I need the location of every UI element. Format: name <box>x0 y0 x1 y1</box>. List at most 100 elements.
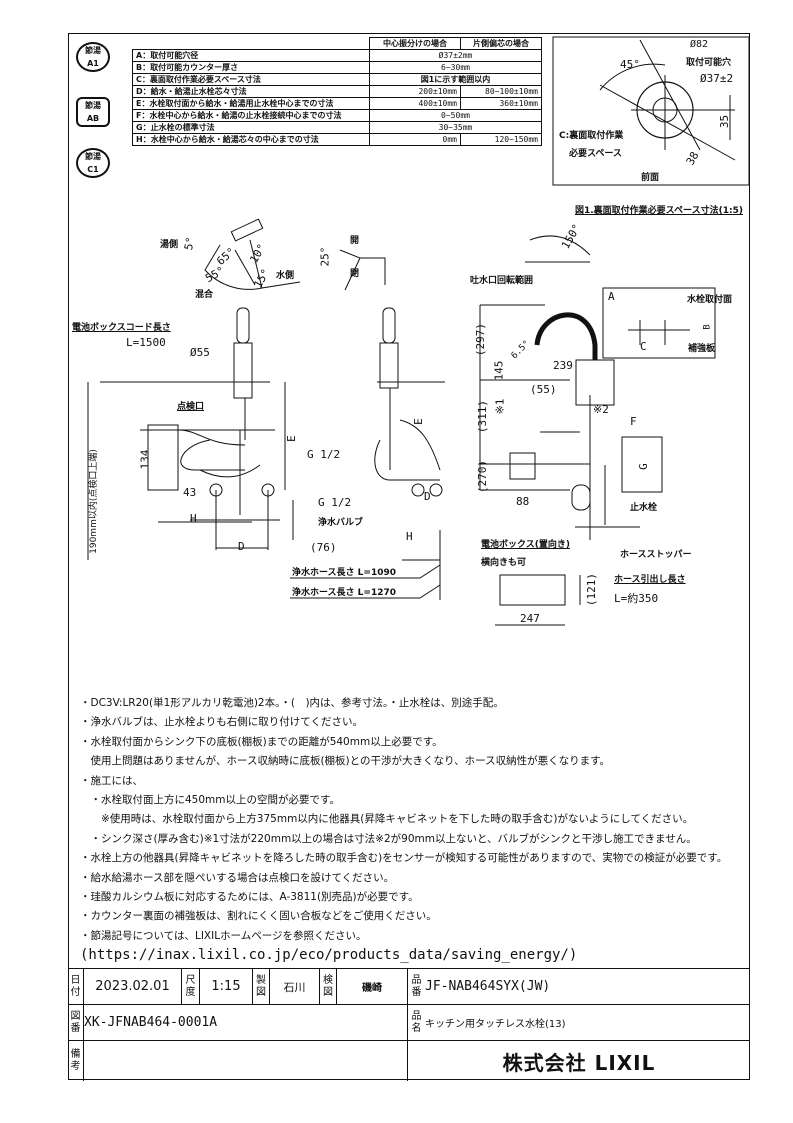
note-item: ・水栓取付面上方に450mm以上の空間が必要です。 <box>80 794 340 807</box>
badge-code: AB <box>86 114 100 123</box>
dim-D-2: D <box>424 490 431 503</box>
dim-G: G <box>636 463 650 470</box>
hose-stopper-label: ホースストッパー <box>620 550 692 560</box>
part-no-label: 品番 <box>408 969 425 1005</box>
checked-by: 磯崎 <box>337 969 408 1005</box>
scale-label: 尺度 <box>182 969 200 1005</box>
spout-rotation-label: 吐水口回転範囲 <box>470 276 534 286</box>
inspection-port-label: 点検口 <box>177 402 205 412</box>
company-logo: 株式会社 LIXIL <box>502 1050 656 1075</box>
dim-angle-45: 45° <box>620 58 640 71</box>
row-label: H：水栓中心から給水・給湯芯々の中心までの寸法 <box>132 133 370 146</box>
figure1-caption: 図1.裏面取付作業必要スペース寸法(1:5) <box>575 206 743 216</box>
hose-pull-length-label: ホース引出し長さ <box>614 575 686 585</box>
notes-list: ・DC3V:LR20(単1形アルカリ乾電池)2本。・( )内は、参考寸法。・止水… <box>80 694 727 966</box>
middle-view-lines <box>374 381 445 600</box>
supply-hose-lines <box>177 429 261 478</box>
dim-88: 88 <box>516 495 530 508</box>
dim-D: D <box>238 540 245 553</box>
dim-121: (121) <box>585 572 599 607</box>
dim-E: E <box>284 435 298 442</box>
checked-label: 検図 <box>320 969 337 1005</box>
close-label: 閉 <box>350 269 360 279</box>
cord-length-label: 電池ボックスコード長さ <box>72 323 171 333</box>
faucet-body <box>233 342 253 399</box>
front-label: 前面 <box>641 173 660 183</box>
remarks-value <box>84 1041 408 1081</box>
thread-g12-upper: G 1/2 <box>307 448 341 461</box>
faucet-body-2 <box>379 342 399 389</box>
dim-43: 43 <box>183 486 197 499</box>
saving-badge-ab: 節湯 AB <box>76 97 110 127</box>
battery-box-front <box>147 424 179 491</box>
dim-hole: Ø37±2 <box>700 72 734 85</box>
detail-A-label: A <box>608 290 615 303</box>
mix-label: 混合 <box>195 290 214 300</box>
hose-leader-lines <box>290 564 441 599</box>
table-header-row: 中心振分けの場合片側偏芯の場合 <box>133 37 542 50</box>
stop-valve-mid-right <box>429 483 443 497</box>
battery-orientation-label: 横向きも可 <box>481 558 527 568</box>
hose-pull-length-value: L=約350 <box>614 592 659 605</box>
date-value: 2023.02.01 <box>84 969 182 1005</box>
spout-gooseneck <box>534 312 598 360</box>
lever-side-lines <box>339 249 386 291</box>
stop-valve-mid-left <box>411 483 425 497</box>
mark-1: ※1 <box>493 398 507 415</box>
figure1-box <box>552 36 750 186</box>
note-item: ・節湯記号については、LIXILホームページを参照ください。 <box>80 929 367 942</box>
shelf-line <box>575 465 640 528</box>
detail-a-lines <box>628 320 690 345</box>
sink-bowl <box>575 359 615 406</box>
remarks-label: 備考 <box>68 1041 84 1081</box>
title-block: 日付 2023.02.01 尺度 1:15 製図 石川 検図 磯崎 品番 JF-… <box>68 968 750 1081</box>
dim-F: F <box>630 415 637 428</box>
dim-270: (270) <box>476 459 490 494</box>
note-item: ・DC3V:LR20(単1形アルカリ乾電池)2本。・( )内は、参考寸法。・止水… <box>80 697 504 709</box>
saving-badge-a1: 節湯 A1 <box>76 42 110 72</box>
battery-box-side <box>509 452 536 480</box>
note-item: ・シンク深さ(厚み含む)※1寸法が220mm以上の場合は寸法※2が90mm以上な… <box>80 832 697 845</box>
dim-dia-55: Ø55 <box>190 346 210 359</box>
note-item: ・浄水バルブは、止水栓よりも右側に取り付けてください。 <box>80 716 363 729</box>
sheet-border <box>68 33 750 1080</box>
drawing-no-value: XK-JFNAB464-0001A <box>84 1005 408 1041</box>
dim-76: (76) <box>310 541 337 554</box>
faucet-sensor-head-2 <box>382 307 396 344</box>
badge-code: C1 <box>87 165 99 174</box>
note-item: ※使用時は、水栓取付面から上方375mm以内に他器具(昇降キャビネットを下した時… <box>80 813 694 826</box>
hot-side-label: 湯側 <box>160 240 179 250</box>
badge-text: 節湯 <box>85 101 101 110</box>
note-item: ・水栓上方の他器具(昇降キャビネットを降ろした時の取手含む)をセンサーが検知する… <box>80 852 728 865</box>
open-label: 開 <box>350 236 360 246</box>
drawn-label: 製図 <box>253 969 270 1005</box>
badge-text: 節湯 <box>85 46 101 55</box>
battery-box-label: 電池ボックス(置向き) <box>481 540 570 550</box>
note-item: ・水栓取付面からシンク下の底板(棚板)までの距離が540mm以上必要です。 <box>80 735 443 748</box>
badge-code: A1 <box>87 59 99 68</box>
dim-E-2: E <box>411 418 425 425</box>
dim-dia-82: Ø82 <box>690 39 709 50</box>
thread-g12-lower: G 1/2 <box>318 496 352 509</box>
hose-weight <box>571 484 591 511</box>
table-row: C：裏面取付作業必要スペース寸法図1に示す範囲以内 <box>132 73 542 86</box>
hole-label: 取付可能穴 <box>686 58 732 68</box>
note-item: ・珪酸カルシウム板に対応するためには、A-3811(別売品)が必要です。 <box>80 891 419 904</box>
mount-face-label: 水栓取付面 <box>687 295 733 305</box>
badge-text: 節湯 <box>85 152 101 161</box>
battery-dim-lines <box>495 575 581 626</box>
dim-145: 145 <box>492 360 506 381</box>
dim-247: 247 <box>520 612 540 625</box>
front-dim-lines <box>158 382 294 550</box>
side-dim-lines <box>479 304 591 540</box>
front-mount-lines <box>100 381 275 471</box>
faucet-sensor-head <box>236 307 250 344</box>
detail-C-label: C <box>640 340 647 353</box>
lever-angle-lines <box>204 239 301 290</box>
battery-box-bottom <box>499 574 566 606</box>
space-label-2: 必要スペース <box>569 149 622 159</box>
